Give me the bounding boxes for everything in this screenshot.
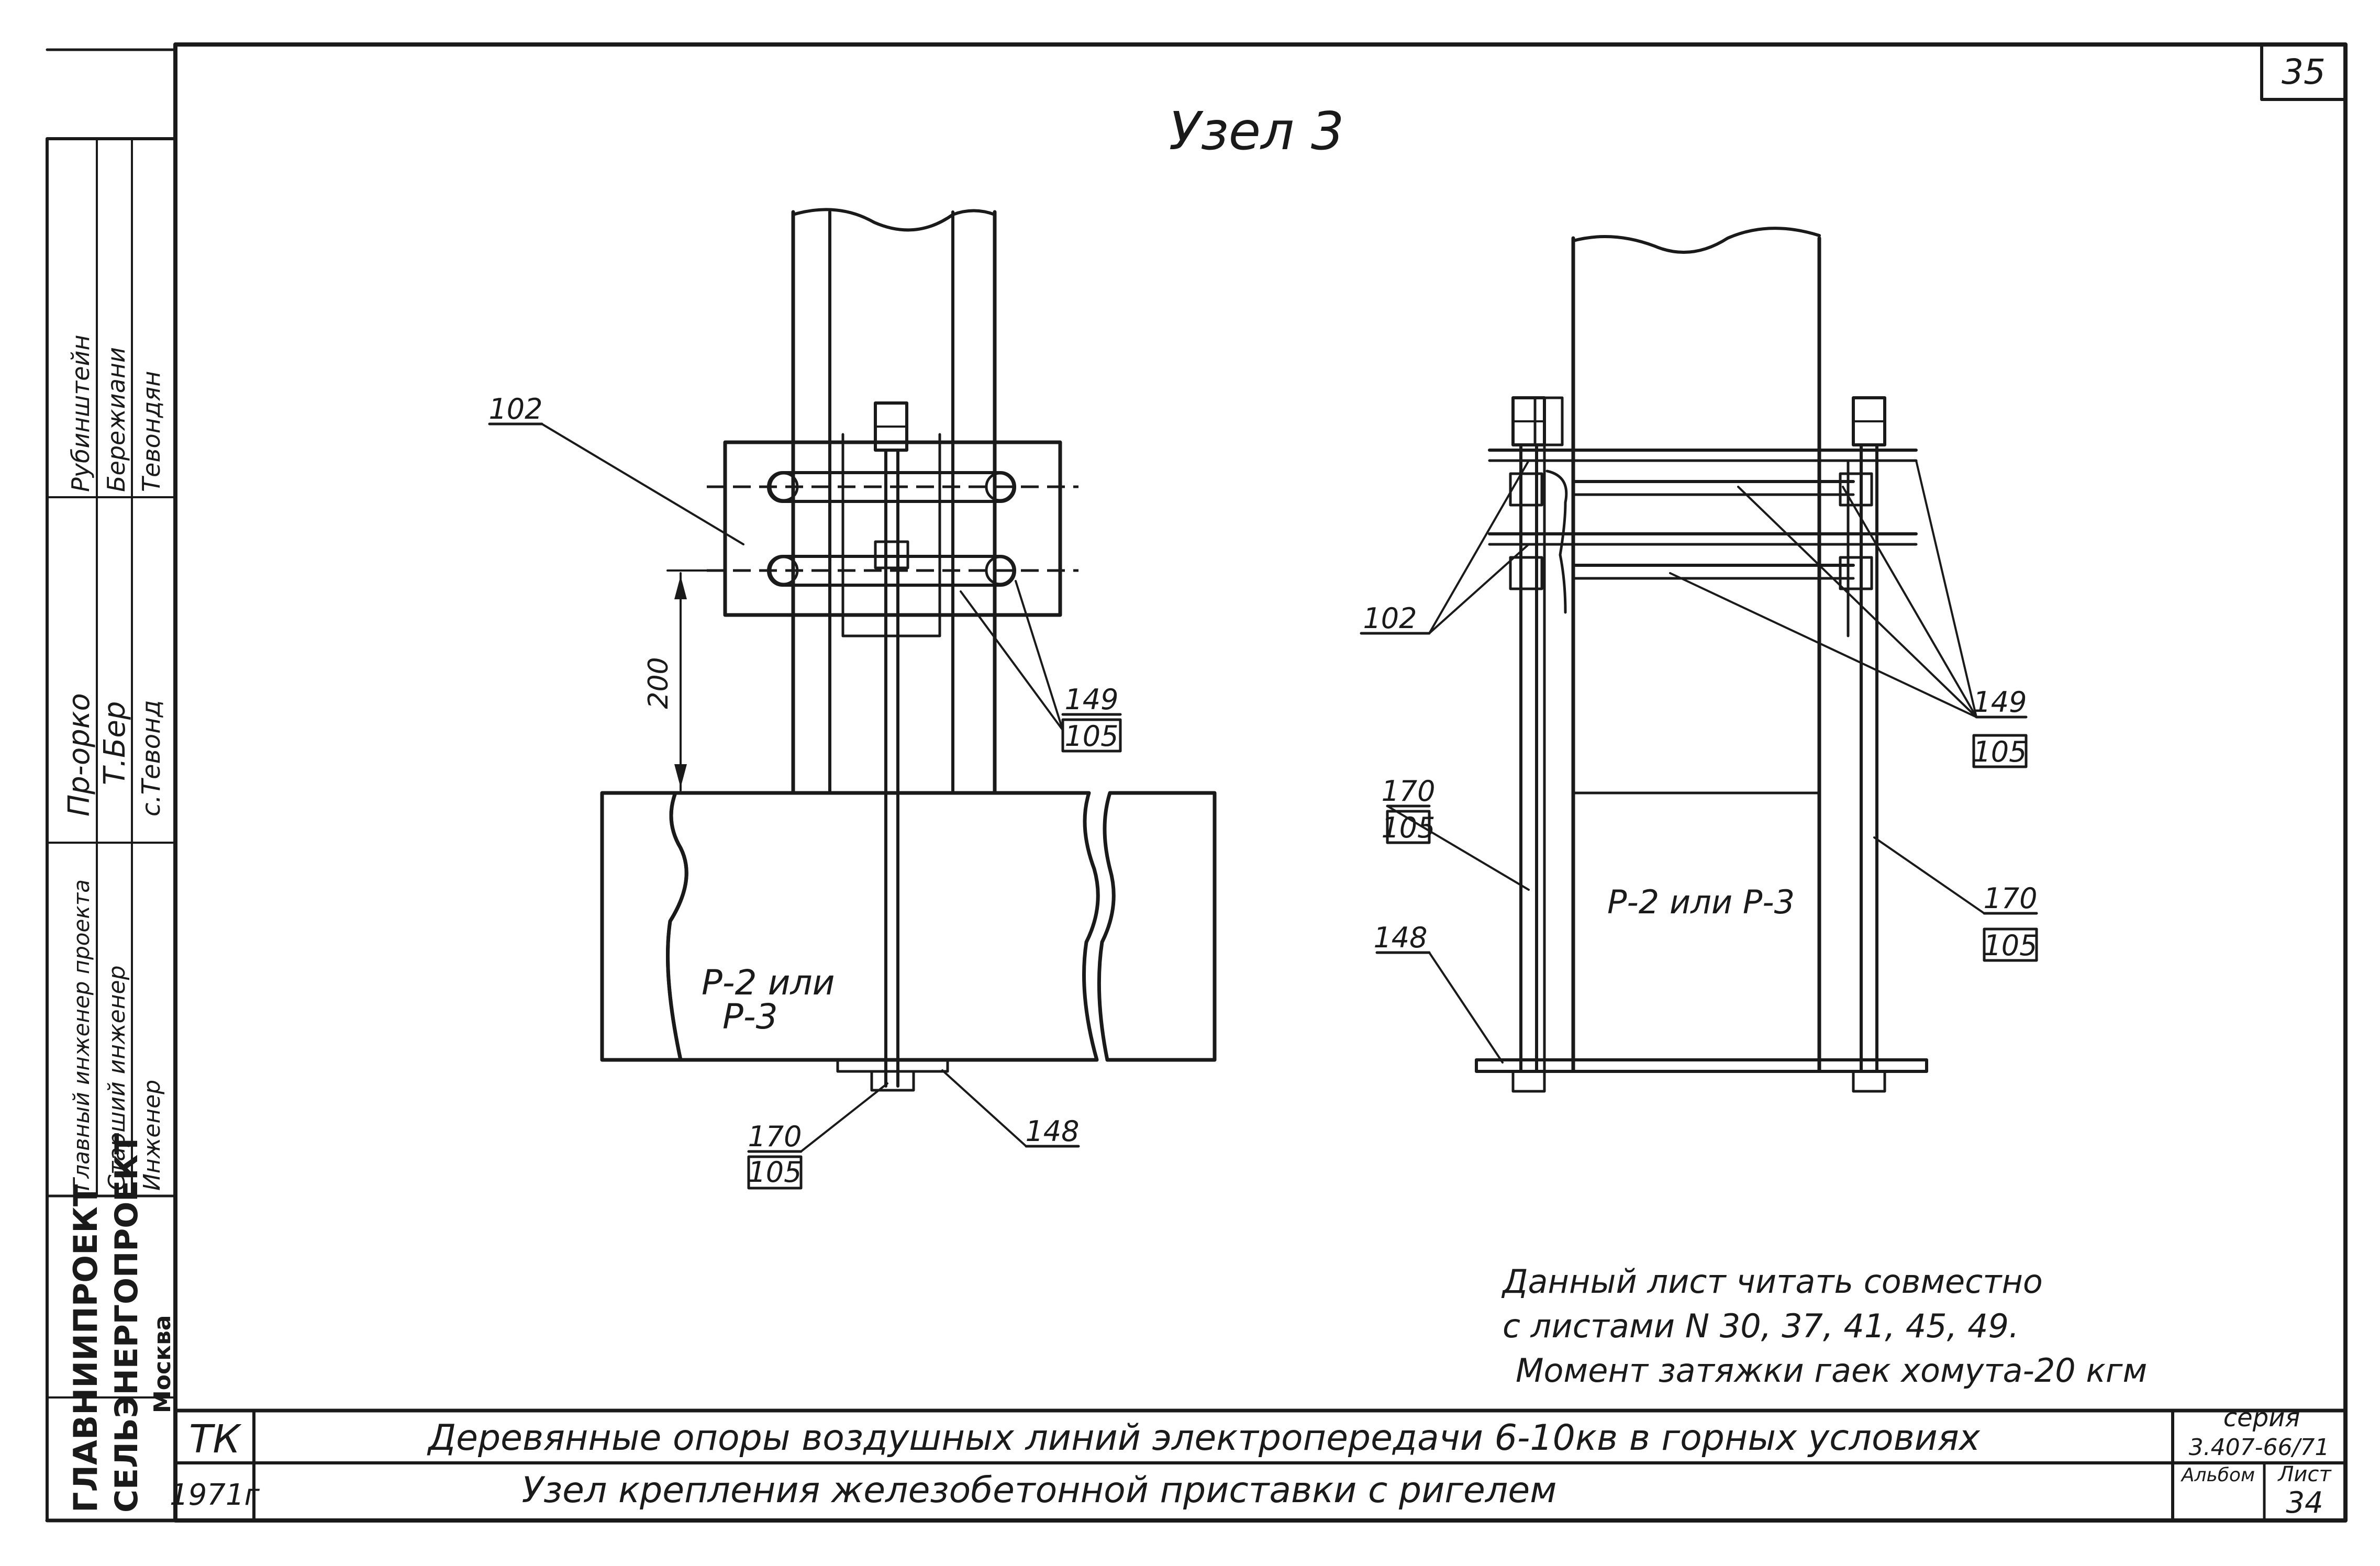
right-callout-102: 102 (1363, 602, 1417, 635)
series-value: 3.407-66/71 (2189, 1434, 2330, 1461)
right-callout-170-left: 170 (1381, 775, 1435, 808)
right-callout-105: 105 (1973, 735, 2027, 768)
title-code: ТК (189, 1417, 242, 1462)
left-view (488, 208, 1217, 1190)
left-callout-105-bolt: 105 (748, 1156, 802, 1189)
stamp-name-2: Бережиани (102, 347, 130, 492)
right-callout-170-right: 170 (1983, 882, 2037, 915)
stamp-name-1: Рубинштейн (66, 335, 95, 492)
stamp-org-3: Москва (149, 1315, 176, 1414)
title-year: 1971г (170, 1478, 260, 1512)
stamp-role-3: Инженер (139, 1080, 165, 1191)
stamp-org-2: СЕЛЬЭНЕРГОПРОЕКТ (108, 1133, 145, 1513)
left-callout-105: 105 (1064, 720, 1118, 753)
note-line-2: с листами N 30, 37, 41, 45, 49. (1503, 1307, 2019, 1345)
stamp-signature-3: с.Тевонд (137, 700, 166, 816)
left-callout-149: 149 (1064, 683, 1118, 716)
right-callout-105-left: 105 (1381, 811, 1435, 844)
left-callout-148: 148 (1025, 1115, 1079, 1148)
left-beam-label-2: Р-3 (722, 997, 778, 1037)
title-sub: Узел крепления железобетонной приставки … (522, 1470, 1557, 1511)
series-label: серия (2223, 1403, 2300, 1433)
sheet-label: Лист (2277, 1462, 2332, 1486)
left-dimension-200: 200 (643, 657, 674, 709)
side-stamp (46, 137, 177, 1522)
right-view (1360, 227, 2038, 1093)
left-callout-170: 170 (748, 1120, 802, 1153)
sheet-number: 34 (2286, 1486, 2323, 1520)
stamp-role-1: Главный инженер проекта (69, 879, 94, 1191)
node-title: Узел 3 (1169, 100, 1344, 162)
stamp-org-1: ГЛАВНИИПРОЕКТ (66, 1184, 105, 1513)
right-beam-label: Р-2 или Р-3 (1607, 883, 1795, 921)
right-callout-105-right: 105 (1983, 929, 2037, 962)
album-label: Альбом (2181, 1464, 2255, 1486)
stamp-role-2: Старший инженер (104, 965, 130, 1191)
title-block (173, 1408, 2348, 1522)
right-callout-149: 149 (1973, 686, 2027, 719)
title-main: Деревянные опоры воздушных линий электро… (427, 1417, 1981, 1459)
stamp-signature-2: Т.Бер (98, 701, 132, 785)
stamp-name-3: Тевондян (137, 371, 165, 492)
note-line-3: Момент затяжки гаек хомута-20 кгм (1516, 1351, 2147, 1390)
note-line-1: Данный лист читать совместно (1501, 1262, 2043, 1301)
left-beam-label-1: Р-2 или (702, 963, 835, 1003)
left-callout-102: 102 (488, 393, 542, 426)
right-callout-148: 148 (1373, 921, 1427, 954)
stamp-signature-1: Пр-орко (62, 693, 96, 816)
page-number: 35 (2282, 52, 2326, 92)
